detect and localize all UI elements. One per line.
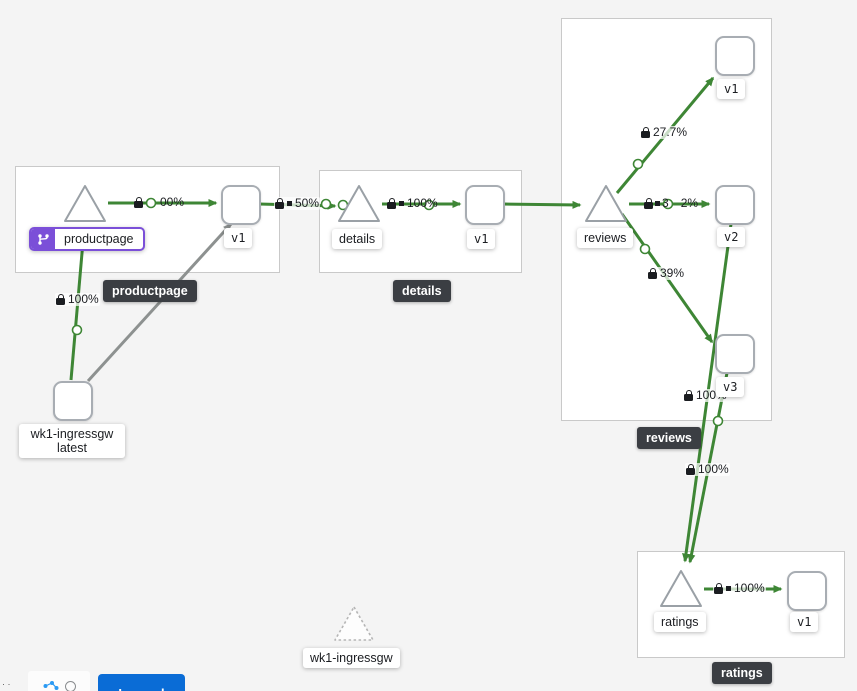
node-label-reviews-v2: v2 <box>717 227 746 247</box>
edge-percent-text: 100% <box>734 581 765 595</box>
edge-waypoint <box>71 324 83 336</box>
edge-label-productpage-v1: 00% <box>133 196 185 209</box>
node-label-details-v1: v1 <box>467 229 496 249</box>
ring-icon <box>64 680 76 691</box>
node-label-ingress-line2: latest <box>57 441 87 455</box>
mtls-lock-icon <box>644 198 653 209</box>
edge-percent-text: 00% <box>160 195 185 209</box>
node-label-reviews-v3: v3 <box>716 377 745 397</box>
service-node-productpage[interactable] <box>62 182 108 225</box>
edge-percent-text: 39% <box>660 266 685 280</box>
edge-waypoint <box>632 158 644 170</box>
mtls-lock-icon <box>275 198 284 209</box>
group-tooltip-reviews: reviews <box>637 427 701 449</box>
graph-icon <box>43 681 58 690</box>
square-marker-icon <box>287 201 292 206</box>
node-label-ratings: ratings <box>654 612 706 632</box>
mtls-lock-icon <box>686 464 695 475</box>
mtls-lock-icon <box>684 390 693 401</box>
virtual-service-icon <box>31 229 55 249</box>
workload-node-ratings-v1[interactable] <box>787 571 827 611</box>
node-label-productpage[interactable]: productpage <box>29 227 145 251</box>
edge-waypoint <box>639 243 651 255</box>
node-label-details: details <box>332 229 383 249</box>
service-node-reviews[interactable] <box>583 182 629 225</box>
edge-waypoint <box>712 415 724 427</box>
edge-label-reviews-v2: 3 2% <box>643 197 699 210</box>
node-label-ratings-v1: v1 <box>790 612 819 632</box>
workload-node-reviews-v3[interactable] <box>715 334 755 374</box>
workload-node-reviews-v1[interactable] <box>715 36 755 76</box>
edge-percent-text: 100% <box>407 196 438 210</box>
workload-node-reviews-v2[interactable] <box>715 185 755 225</box>
square-marker-icon <box>726 586 731 591</box>
legend-button[interactable]: Legend <box>98 674 185 691</box>
service-node-ingress-idle[interactable] <box>332 603 376 644</box>
square-marker-icon <box>399 201 404 206</box>
edge-waypoint <box>145 197 157 209</box>
edge-label-details-v1: 100% <box>386 197 439 210</box>
node-label-ingress: wk1-ingressgw latest <box>19 424 125 458</box>
workload-node-productpage-v1[interactable] <box>221 185 261 225</box>
edge-waypoint <box>423 199 435 211</box>
waypoint-gap <box>671 203 679 204</box>
edge-percent-text: 100% <box>68 292 99 306</box>
workload-node-details-v1[interactable] <box>465 185 505 225</box>
service-node-details[interactable] <box>336 182 382 225</box>
node-label-ingress-svc: wk1-ingressgw <box>303 648 400 668</box>
edge-percent-text: 100% <box>698 462 729 476</box>
node-label-text: productpage <box>64 232 134 246</box>
mtls-lock-icon <box>134 197 143 208</box>
edge-label-ratings-v1: 100% <box>713 582 766 595</box>
group-tooltip-details: details <box>393 280 451 302</box>
edge-percent-text: 27.7% <box>653 125 688 139</box>
edge-label-ppv1-details: 50% <box>274 196 321 210</box>
square-marker-icon <box>655 201 660 206</box>
edge-detailsv1-to-reviews[interactable] <box>502 200 582 209</box>
mtls-lock-icon <box>387 198 396 209</box>
edge-waypoint <box>320 198 332 210</box>
edge-waypoint <box>662 198 674 210</box>
group-tooltip-ratings: ratings <box>712 662 772 684</box>
edge-ingress-to-productpage-v1[interactable] <box>86 222 233 383</box>
edge-label-reviews-v3: 39% <box>647 266 686 280</box>
mtls-lock-icon <box>648 268 657 279</box>
mtls-lock-icon <box>56 294 65 305</box>
legend-button-label: Legend <box>118 686 164 691</box>
service-node-ratings[interactable] <box>658 567 704 610</box>
edge-label-reviews-v1: 27.7% <box>640 125 689 139</box>
node-label-reviews: reviews <box>577 228 634 248</box>
toolbar-fragment-text: · · <box>2 679 11 689</box>
group-tooltip-productpage: productpage <box>103 280 197 302</box>
node-label-productpage-v1: v1 <box>224 228 253 248</box>
edge-percent-text: 2% <box>680 196 699 210</box>
graph-type-mini-card[interactable] <box>28 671 90 691</box>
edge-percent-text: 3 <box>662 196 669 210</box>
mtls-lock-icon <box>641 127 650 138</box>
workload-node-ingress[interactable] <box>53 381 93 421</box>
node-label-ingress-line1: wk1-ingressgw <box>30 427 114 441</box>
node-label-reviews-v1: v1 <box>717 79 746 99</box>
waypoint-gap <box>146 202 157 203</box>
edge-label-ingress-productpage: 100% <box>55 293 100 306</box>
edge-percent-text: 50% <box>295 196 320 210</box>
mtls-lock-icon <box>714 583 723 594</box>
edge-label-v3-ratings: 100% <box>685 463 730 476</box>
